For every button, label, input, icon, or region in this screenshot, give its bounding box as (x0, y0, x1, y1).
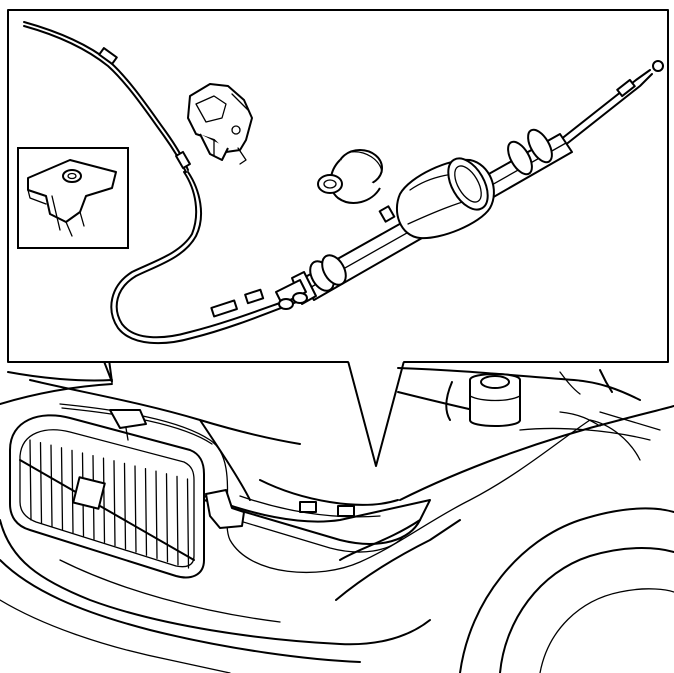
grille-slat (71, 449, 74, 534)
grille-slat (113, 460, 116, 547)
car-front-illustration (0, 367, 674, 673)
grille-slat (134, 465, 137, 553)
grille-slat (144, 467, 148, 556)
grille-slat (29, 439, 32, 521)
grille-slat (186, 478, 190, 569)
detail-callout-pointer (347, 360, 405, 467)
grille-slat (102, 457, 106, 544)
release-handle (275, 128, 573, 310)
cable-clip-inset (17, 147, 129, 249)
grille-slat (50, 444, 53, 528)
grille-slat (39, 441, 43, 524)
grille-slat (165, 473, 169, 563)
grille-slat (155, 470, 158, 560)
grille-slat (123, 462, 127, 550)
bonnet-release-cable (23, 21, 664, 345)
grommet (317, 149, 383, 204)
bonnet-lock (187, 83, 253, 165)
grille-slat (60, 447, 64, 531)
